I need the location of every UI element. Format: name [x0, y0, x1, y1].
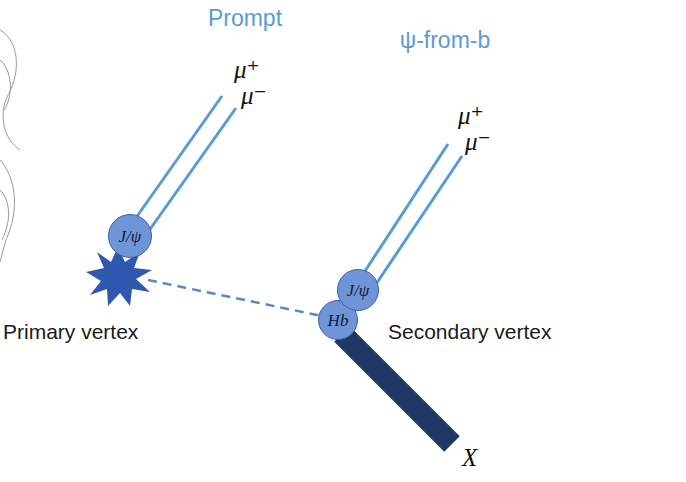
- muon-label: μ⁻: [465, 128, 491, 156]
- muon-label: μ⁺: [234, 56, 260, 84]
- b-decay-products: [342, 334, 452, 444]
- muon-label: μ⁺: [458, 102, 484, 130]
- category-label: Prompt: [208, 6, 282, 31]
- decay-label: X: [462, 444, 477, 472]
- particle-label: J/ψ: [347, 282, 370, 299]
- particle-circle: J/ψ: [337, 269, 379, 311]
- muon-label: μ⁻: [241, 82, 267, 110]
- vertex-label: Primary vertex: [3, 320, 138, 343]
- category-label: ψ-from-b: [400, 28, 491, 53]
- background-helix: [0, 30, 20, 262]
- vertex-label: Secondary vertex: [388, 320, 551, 343]
- b-flight-path: [148, 280, 322, 316]
- particle-label: Hb: [328, 312, 349, 329]
- particle-circle: J/ψ: [108, 214, 152, 258]
- particle-label: J/ψ: [119, 228, 142, 245]
- primary-vertex-star: [86, 247, 152, 306]
- muon-tracks: [116, 96, 462, 302]
